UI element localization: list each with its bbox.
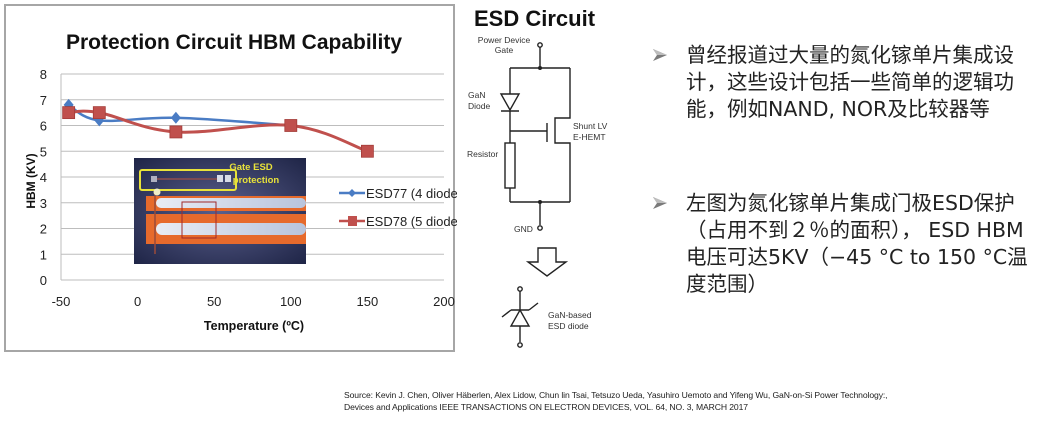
legend-marker-square <box>348 216 357 226</box>
gate-esd-inset-image: Gate ESD protection <box>134 158 306 264</box>
x-tick-label: 100 <box>280 294 302 309</box>
label-gnd: GND <box>514 224 533 234</box>
legend-label: ESD78 (5 diode) <box>366 214 457 229</box>
x-tick-label: 200 <box>433 294 455 309</box>
x-tick-label: -50 <box>52 294 71 309</box>
gan-diode-symbol <box>499 93 521 112</box>
label-gan: GaN <box>468 90 485 100</box>
data-point-esd78 <box>62 106 76 120</box>
label-diode: Diode <box>468 101 490 111</box>
x-tick-label: 150 <box>357 294 379 309</box>
label-shunt-lv: Shunt LV <box>573 121 608 131</box>
down-arrow-icon <box>525 247 569 277</box>
data-point-esd77 <box>170 111 181 124</box>
label-e-hemt: E-HEMT <box>573 132 606 142</box>
y-tick-label: 8 <box>40 67 47 82</box>
legend-marker-diamond <box>348 189 356 197</box>
x-tick-label: 0 <box>134 294 141 309</box>
y-tick-label: 6 <box>40 119 47 134</box>
arrow-bullet-icon <box>653 49 667 61</box>
esd-circuit-title: ESD Circuit <box>474 6 596 31</box>
y-axis-label: HBM (KV) <box>24 153 38 208</box>
series-line-esd78 <box>68 109 368 153</box>
resistor-symbol <box>504 142 516 189</box>
inset-label-line2: protection <box>233 175 280 186</box>
bullet-text: 左图为氮化镓单片集成门极ESD保护（占用不到２％的面积）， ESD HBM 电压… <box>686 191 1028 296</box>
e-hemt-symbol <box>554 68 571 202</box>
source-line-2: Devices and Applications IEEE TRANSACTIO… <box>344 402 748 412</box>
hbm-chart: Protection Circuit HBM Capability 0 1 2 3 4 5… <box>24 31 457 333</box>
y-tick-label: 0 <box>40 273 47 288</box>
y-tick-label: 4 <box>40 170 47 185</box>
data-point-esd78 <box>284 119 298 132</box>
data-point-esd78 <box>169 125 183 139</box>
y-tick-label: 3 <box>40 196 47 211</box>
source-line-1: Source: Kevin J. Chen, Oliver Häberlen, … <box>344 390 888 400</box>
y-tick-label: 5 <box>40 144 47 159</box>
label-power-device: Power Device <box>478 35 531 45</box>
bullet-item: 左图为氮化镓单片集成门极ESD保护（占用不到２％的面积）， ESD HBM 电压… <box>652 190 1047 298</box>
series-line-esd77 <box>67 103 291 127</box>
legend-label: ESD77 (4 diode) <box>366 186 457 201</box>
label-gan-based: GaN-based <box>548 310 592 320</box>
source-citation: Source: Kevin J. Chen, Oliver Häberlen, … <box>344 389 888 413</box>
bullet-text: 曾经报道过大量的氮化镓单片集成设计，这些设计包括一些简单的逻辑功能，例如NAND… <box>686 43 1014 121</box>
label-gate: Gate <box>495 45 514 55</box>
bullet-item: 曾经报道过大量的氮化镓单片集成设计，这些设计包括一些简单的逻辑功能，例如NAND… <box>652 42 1047 123</box>
gate-terminal <box>537 42 543 48</box>
hbm-chart-frame: Protection Circuit HBM Capability 0 1 2 3 4 5… <box>4 4 457 352</box>
chart-title: Protection Circuit HBM Capability <box>66 31 402 54</box>
y-tick-label: 2 <box>40 222 47 237</box>
label-resistor: Resistor <box>467 149 498 159</box>
x-tick-label: 50 <box>207 294 221 309</box>
x-axis-label: Temperature (ºC) <box>204 319 304 333</box>
y-tick-label: 7 <box>40 93 47 108</box>
data-point-esd78 <box>360 144 374 158</box>
y-tick-label: 1 <box>40 247 47 262</box>
data-point-esd78 <box>92 106 106 120</box>
gnd-terminal <box>537 225 543 231</box>
arrow-bullet-icon <box>653 197 667 209</box>
esd-circuit-diagram: Power Device Gate GaN Diode Resistor Shu… <box>467 35 608 348</box>
gan-esd-diode-symbol <box>501 286 539 348</box>
label-esd-diode: ESD diode <box>548 321 589 331</box>
inset-label-line1: Gate ESD <box>229 162 272 173</box>
